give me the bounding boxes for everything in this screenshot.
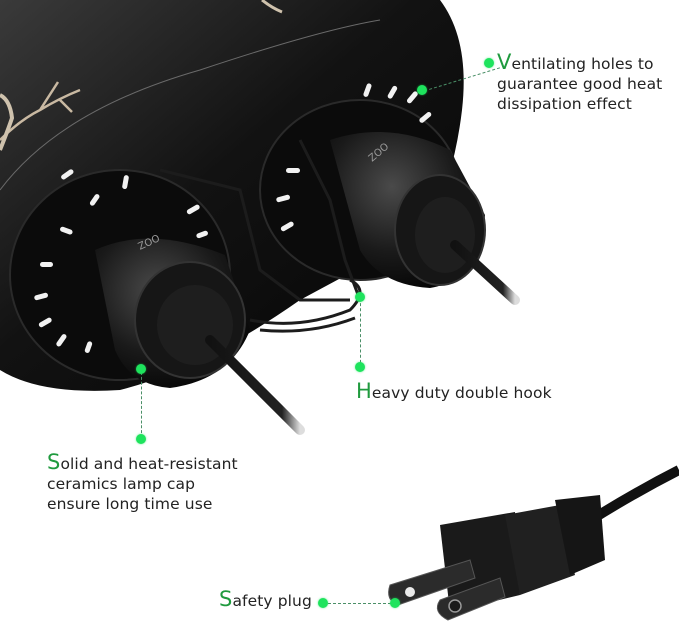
safety-plug-dot-start — [318, 598, 328, 608]
double-hook-dot-end — [355, 362, 365, 372]
double-hook — [159, 139, 362, 333]
double-hook-dot-start — [355, 292, 365, 302]
ventilating-holes-dot-end — [484, 58, 494, 68]
lamp-cap-callout: Solid and heat-resistant ceramics lamp c… — [47, 450, 238, 514]
callout-initial: S — [47, 450, 61, 474]
lamp-cap-dot-start — [136, 364, 146, 374]
ventilating-holes-dot-start — [417, 85, 427, 95]
double-hook-callout: Heavy duty double hook — [356, 379, 552, 403]
ventilating-holes-callout: Ventilating holes to guarantee good heat… — [497, 50, 663, 114]
safety-plug-dot-end — [390, 598, 400, 608]
lamp-cap-dot-end — [136, 434, 146, 444]
safety-plug-callout: Safety plug — [219, 587, 312, 611]
callout-initial: S — [219, 587, 233, 611]
ventilation-slots — [34, 83, 432, 353]
callout-initial: H — [356, 379, 372, 403]
double-hook-leader — [360, 298, 361, 368]
right-cap-cord — [450, 240, 520, 305]
power-plug — [388, 495, 605, 621]
safety-plug-leader — [328, 603, 396, 604]
left-cap-cord — [205, 335, 305, 435]
callout-initial: V — [497, 50, 512, 74]
lamp-cap-leader — [141, 372, 142, 438]
